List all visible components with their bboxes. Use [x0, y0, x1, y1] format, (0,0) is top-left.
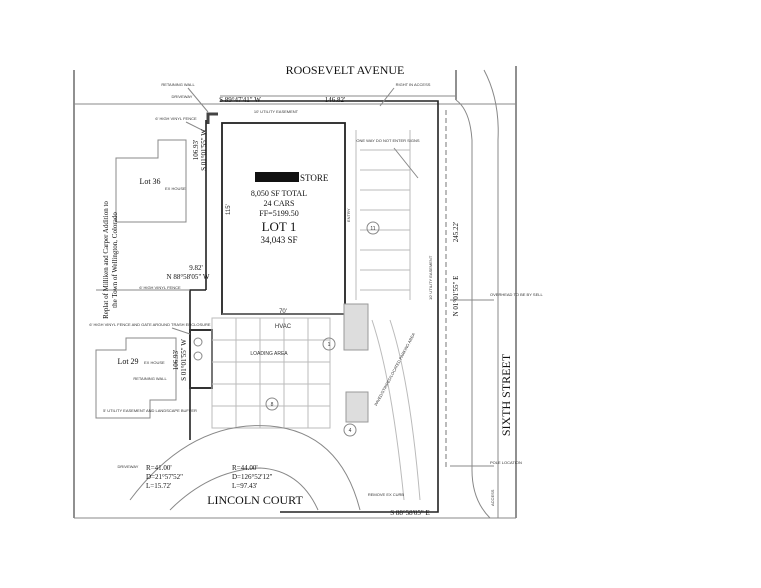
curve1-l: L=15.72': [146, 482, 171, 490]
curve1-d: D=21°57'52": [146, 473, 183, 481]
hatched-island-upper: [343, 303, 369, 351]
note-utility-top: 10' UTILITY EASEMENT: [254, 109, 299, 114]
key-circle-4: [343, 423, 357, 437]
lincoln-court-curve: [129, 425, 361, 511]
note-utility-east: 10' UTILITY EASEMENT: [428, 255, 433, 300]
note-fence-top: 6' HIGH VINYL FENCE: [155, 116, 197, 121]
note-access: ACCESS: [490, 489, 495, 506]
key-1: 1: [328, 342, 331, 348]
hvac-label: HVAC: [275, 324, 292, 330]
store-name-suffix: STORE: [300, 173, 329, 183]
curve2-l: L=97.43': [232, 482, 257, 490]
bearing-north: S 89°47'41" W: [219, 96, 261, 104]
east-parking-stalls: [355, 130, 411, 300]
sixth-street-curb: [455, 99, 491, 519]
note-paved: PAVED/STRIPED/LOCATED PARKING AREA: [373, 332, 416, 407]
building-cars: 24 CARS: [264, 199, 295, 208]
note-entry: ENTRY: [346, 208, 351, 222]
curve2-r: R=44.00': [232, 464, 258, 472]
lot-name: LOT 1: [262, 219, 297, 234]
lot36-label: Lot 36: [139, 177, 160, 186]
building-dim-width: 70': [279, 309, 287, 315]
key-circle-8: [265, 397, 279, 411]
bearing-west-upper: S 01°01'55" W: [200, 129, 208, 171]
curve1-r: R=41.00': [146, 464, 172, 472]
lincoln-court-inner: [169, 467, 319, 511]
note-driveway-south: DRIVEWAY: [118, 464, 139, 469]
note-retaining-wall-top: RETAINING WALL: [161, 82, 195, 87]
dist-west-lower: 106.93': [172, 350, 180, 371]
note-driveway: DRIVEWAY: [172, 94, 193, 99]
key-8: 8: [271, 402, 274, 408]
street-roosevelt: ROOSEVELT AVENUE: [286, 63, 405, 77]
note-utility-landscape: 5' UTILITY EASEMENT AND LANDSCAPE BUFFER: [103, 408, 197, 413]
loading-label: LOADING AREA: [250, 351, 288, 357]
street-lincoln: LINCOLN COURT: [207, 493, 303, 507]
note-remove-curb: REMOVE EX CURB: [368, 492, 405, 497]
note-fence-mid: 6' HIGH VINYL FENCE: [139, 285, 181, 290]
lot29-house: [95, 337, 177, 419]
leader-lines: [171, 87, 494, 467]
curve2-d: D=126°52'12": [232, 473, 273, 481]
note-fence-gate: 6' HIGH VINYL FENCE AND GATE AROUND TRAS…: [89, 322, 210, 327]
dumpster-2: [193, 351, 203, 361]
replat-line1: Replat of Milliken and Carper Addition t…: [102, 201, 110, 319]
lot-area: 34,043 SF: [260, 235, 297, 245]
dist-west-upper: 106.93': [192, 140, 200, 161]
dist-jog: 9.82': [189, 264, 203, 272]
dist-north: 146.82': [325, 96, 346, 104]
street-sixth: SIXTH STREET: [499, 353, 513, 436]
key-11: 11: [370, 226, 375, 232]
note-overhead: OVERHEAD TO BE BY SELL: [490, 292, 543, 297]
note-one-way: ONE WAY DO NOT ENTER SIGNS: [356, 138, 420, 143]
drive-aisle: [371, 319, 421, 501]
building-ff: FF=5199.50: [259, 209, 298, 218]
bearing-west-lower: S 01°01'55" W: [180, 339, 188, 381]
dist-east: 245.22': [452, 222, 460, 243]
sixth-street-curb-east: [483, 69, 499, 518]
note-pole: POLE LOCATION: [490, 460, 522, 465]
bearing-east: N 01°01'55" E: [452, 276, 460, 317]
lot36-ex-house: EX HOUSE: [165, 186, 186, 191]
lot29-label: Lot 29: [117, 357, 138, 366]
key-4: 4: [349, 428, 352, 434]
south-paving-grid: [211, 317, 331, 429]
bearing-jog: N 88°58'05" W: [167, 273, 210, 281]
building-total-sf: 8,050 SF TOTAL: [251, 189, 307, 198]
note-right-in: RIGHT IN ACCESS: [396, 82, 431, 87]
replat-line2: the Town of Wellington, Colorado: [111, 212, 119, 308]
note-retaining-wall-low: RETAINING WALL: [133, 376, 167, 381]
key-circle-1: [322, 337, 336, 351]
hatched-island-lower: [345, 391, 369, 423]
lot29-ex-house: EX HOUSE: [144, 360, 165, 365]
key-circle-11: [366, 221, 380, 235]
dumpster-1: [193, 337, 203, 347]
lot36-house: [115, 139, 187, 223]
retaining-wall-top: [206, 112, 218, 124]
redacted-store-name: [255, 172, 299, 182]
bearing-south: S 88°58'05" E: [390, 509, 430, 517]
building-dim-height: 115': [226, 204, 232, 215]
